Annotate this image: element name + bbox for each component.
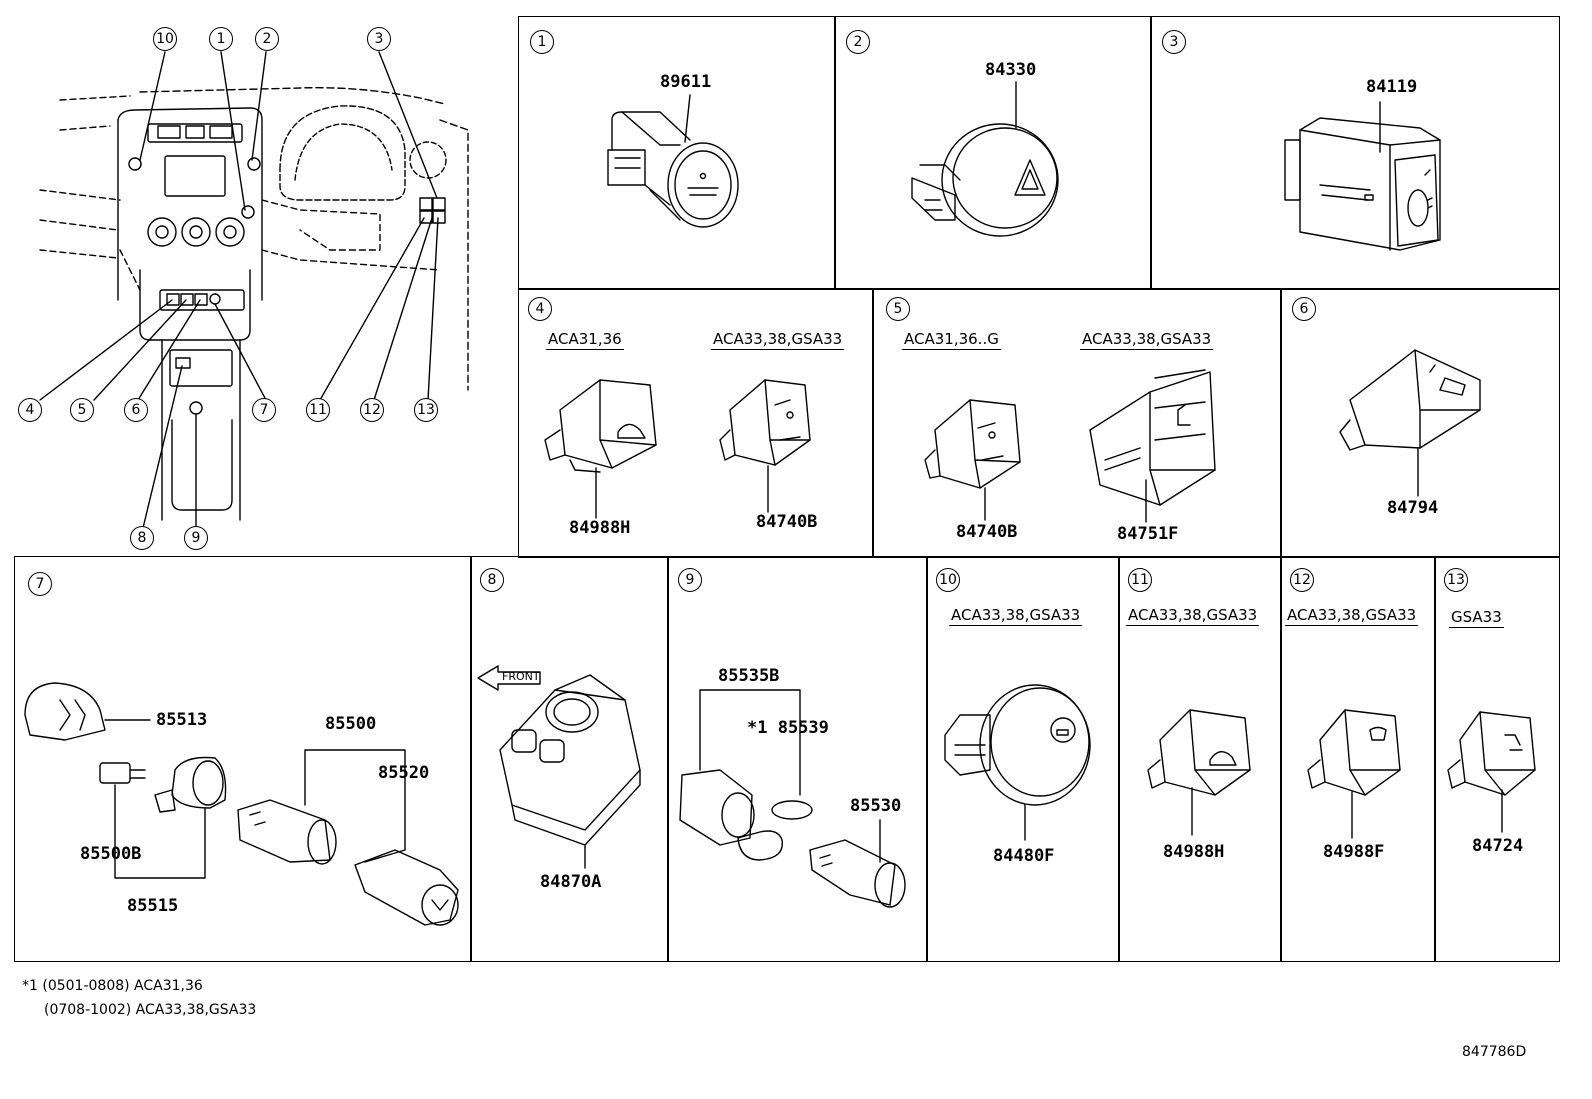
callout-13: 13 — [414, 398, 438, 422]
callout-5: 5 — [70, 398, 94, 422]
seat-heater-icon — [1177, 404, 1191, 426]
panel-13 — [1434, 556, 1560, 962]
panel-4 — [518, 288, 874, 558]
part-number: 84740B — [756, 512, 818, 532]
part-number: *1 85539 — [747, 718, 829, 738]
part-number: 84751F — [1117, 524, 1179, 544]
panel-9-number: 9 — [678, 568, 702, 592]
part-number: 89611 — [660, 72, 712, 92]
panel-6 — [1280, 288, 1560, 558]
part-number: 85500 — [325, 714, 377, 734]
vsc-off-switch-drawing — [1307, 709, 1401, 839]
variant-label: ACA33,38,GSA33 — [1080, 330, 1214, 350]
power-outlet-cap-drawing — [679, 689, 906, 908]
footnote: *1 (0501-0808) ACA31,36 — [22, 978, 203, 994]
panel-4-number: 4 — [528, 297, 552, 321]
panel-7 — [14, 556, 472, 962]
panel-12 — [1280, 556, 1436, 962]
callout-8: 8 — [130, 526, 154, 550]
callout-12: 12 — [360, 398, 384, 422]
hazard-triangle-icon — [1014, 159, 1046, 196]
panel-10 — [926, 556, 1120, 962]
power-outlet-parts-drawing — [24, 682, 459, 926]
panel-10-number: 10 — [936, 568, 960, 592]
clean-air-switch-drawing-a — [719, 379, 811, 513]
callout-9: 9 — [184, 526, 208, 550]
panel-7-number: 7 — [28, 572, 52, 596]
downhill-assist-icon — [617, 423, 646, 439]
dac-switch-drawing — [544, 379, 657, 519]
part-number: 84988H — [1163, 842, 1225, 862]
panel-1 — [518, 16, 836, 290]
figure-reference: 847786D — [1462, 1044, 1527, 1060]
seat-heater-switch-drawing — [1089, 369, 1216, 523]
dac-switch-drawing-b — [1147, 709, 1251, 836]
part-number: 84480F — [993, 846, 1055, 866]
part-number: 85530 — [850, 796, 902, 816]
hazard-switch-drawing — [911, 81, 1059, 237]
panel-8 — [470, 556, 669, 962]
part-number: 85515 — [127, 896, 179, 916]
part-number: 84988H — [569, 518, 631, 538]
panel-6-number: 6 — [1292, 297, 1316, 321]
front-arrow — [477, 665, 541, 691]
variant-label: ACA33,38,GSA33 — [1285, 606, 1419, 626]
mirror-switch-drawing — [477, 665, 641, 869]
panel-3 — [1150, 16, 1560, 290]
callout-2: 2 — [255, 27, 279, 51]
part-number: 84740B — [956, 522, 1018, 542]
push-start-switch-drawing — [607, 94, 739, 228]
part-number: 84794 — [1387, 498, 1439, 518]
panel-8-number: 8 — [480, 568, 504, 592]
panel-11-number: 11 — [1128, 568, 1152, 592]
part-number: 84330 — [985, 60, 1037, 80]
part-number: 84870A — [540, 872, 602, 892]
panel-5-number: 5 — [886, 297, 910, 321]
front-label: FRONT — [502, 670, 540, 683]
dashboard-overview-drawing — [39, 51, 469, 529]
variant-label: ACA31,36..G — [902, 330, 1001, 350]
panel-11 — [1118, 556, 1282, 962]
callout-4: 4 — [18, 398, 42, 422]
clean-air-switch-drawing-b — [924, 399, 1021, 521]
part-number: 85513 — [156, 710, 208, 730]
variant-label: GSA33 — [1449, 608, 1504, 628]
panel-5 — [872, 288, 1282, 558]
round-switch-drawing — [944, 684, 1091, 841]
callout-10: 10 — [153, 27, 177, 51]
footnote: (0708-1002) ACA33,38,GSA33 — [44, 1002, 257, 1018]
panel-2-number: 2 — [846, 30, 870, 54]
panel-2 — [834, 16, 1152, 290]
variant-label: ACA33,38,GSA33 — [711, 330, 845, 350]
callout-7: 7 — [252, 398, 276, 422]
defogger-switch-drawing — [1339, 349, 1481, 497]
rear-defogger-icon — [1439, 377, 1466, 396]
panel-12-number: 12 — [1290, 568, 1314, 592]
callout-1: 1 — [209, 27, 233, 51]
callout-3: 3 — [367, 27, 391, 51]
callout-6: 6 — [124, 398, 148, 422]
panel-9 — [667, 556, 928, 962]
panel-1-number: 1 — [530, 30, 554, 54]
part-number: 85535B — [718, 666, 780, 686]
variant-label: ACA31,36 — [546, 330, 624, 350]
part-number: 85500B — [80, 844, 142, 864]
part-number: 84724 — [1472, 836, 1524, 856]
part-number: 84119 — [1366, 77, 1418, 97]
dimmer-switch-drawing — [1284, 101, 1441, 251]
panel-3-number: 3 — [1162, 30, 1186, 54]
switch-drawing-84724 — [1447, 711, 1536, 833]
variant-label: ACA33,38,GSA33 — [949, 606, 1083, 626]
panel-13-number: 13 — [1444, 568, 1468, 592]
callout-11: 11 — [306, 398, 330, 422]
part-number: 85520 — [378, 763, 430, 783]
vsc-off-icon — [1369, 726, 1387, 741]
part-number: 84988F — [1323, 842, 1385, 862]
variant-label: ACA33,38,GSA33 — [1126, 606, 1260, 626]
